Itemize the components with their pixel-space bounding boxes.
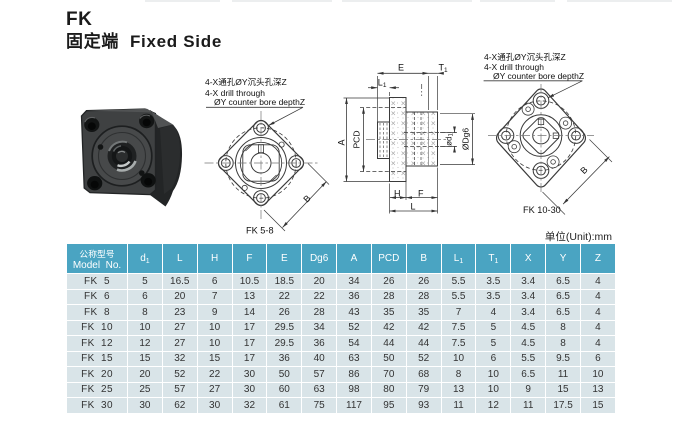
svg-text:FK 10-30: FK 10-30 <box>523 205 561 215</box>
svg-text:4-X通孔ØY沉头孔深Z: 4-X通孔ØY沉头孔深Z <box>205 77 287 87</box>
svg-text:ØY counter bore depthZ: ØY counter bore depthZ <box>493 71 584 81</box>
svg-text:PCD: PCD <box>352 131 362 149</box>
svg-text:4-X drill through: 4-X drill through <box>205 88 265 98</box>
svg-text:A: A <box>337 139 347 145</box>
svg-text:B: B <box>301 193 312 204</box>
svg-text:FK 5-8: FK 5-8 <box>246 226 274 236</box>
svg-text:4-X drill through: 4-X drill through <box>484 62 544 72</box>
svg-text:ød1: ød1 <box>445 133 455 146</box>
svg-text:F: F <box>418 189 424 199</box>
svg-text:T1: T1 <box>439 63 449 75</box>
svg-text:4-X通孔ØY沉头孔深Z: 4-X通孔ØY沉头孔深Z <box>484 52 566 62</box>
svg-text:ØY counter bore depthZ: ØY counter bore depthZ <box>214 97 305 107</box>
svg-text:ØDg6: ØDg6 <box>461 128 471 150</box>
svg-text:B: B <box>578 165 589 176</box>
svg-text:L1: L1 <box>378 78 387 90</box>
svg-text:E: E <box>398 63 404 73</box>
svg-text:L: L <box>411 202 416 212</box>
svg-text:H: H <box>394 189 401 199</box>
